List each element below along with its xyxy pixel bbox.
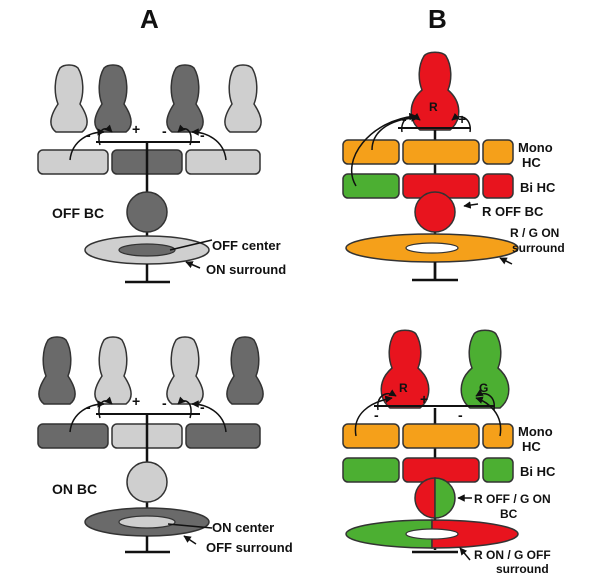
minus-sign: - [200, 127, 205, 143]
minus-sign: - [86, 399, 91, 415]
cone-red: R [380, 329, 430, 409]
on-surround-label: ON surround [206, 262, 286, 277]
bi-hc-left [342, 457, 400, 483]
mono-hc-center [402, 139, 480, 165]
r-on-g-off-label: R ON / G OFF [474, 548, 551, 562]
minus-sign: - [162, 123, 167, 139]
minus-sign: - [86, 127, 91, 143]
rg-on-label: R / G ON [510, 226, 559, 240]
cone-light-left [50, 64, 88, 133]
on-center-label: ON center [212, 520, 274, 535]
horizontal-cell-right [185, 149, 261, 175]
minus-sign: - [162, 395, 167, 411]
panel-label-a: A [140, 4, 159, 34]
cone-dark-2 [166, 64, 204, 133]
cone-light-1 [94, 336, 132, 405]
panel-a-top: + - - - OFF BC OFF center ON surround [37, 64, 286, 284]
mono-hc-label-1: Mono [518, 424, 553, 439]
off-center-label: OFF center [212, 238, 281, 253]
bi-hc-right [482, 457, 514, 483]
mono-hc-label-2: HC [522, 155, 541, 170]
bc-green-half [434, 477, 456, 519]
minus-sign: - [458, 407, 463, 423]
cone-green: G [460, 329, 510, 409]
cone-light-2 [166, 336, 204, 405]
cone-r-label: R [399, 381, 408, 395]
bi-hc-label: Bi HC [520, 180, 556, 195]
bc-label: BC [500, 507, 518, 521]
cone-dark-left [38, 336, 76, 405]
off-bipolar-cell [126, 191, 168, 233]
minus-sign: - [374, 407, 379, 423]
plus-sign: + [458, 111, 466, 127]
surround-label: surround [496, 562, 549, 576]
cone-light-right [224, 64, 262, 133]
bi-hc-right [482, 173, 514, 199]
r-off-bipolar-cell [414, 191, 456, 233]
r-off-bc-label: R OFF BC [482, 204, 544, 219]
mono-hc-right [482, 139, 514, 165]
mono-hc-left [342, 423, 400, 449]
bi-hc-left [342, 173, 400, 199]
surround-green-half [345, 519, 433, 549]
surround-label: surround [512, 241, 565, 255]
minus-sign: - [200, 399, 205, 415]
cone-g-label: G [479, 381, 488, 395]
horizontal-cell-left [37, 423, 109, 449]
on-bipolar-cell [126, 461, 168, 503]
bi-hc-label: Bi HC [520, 464, 556, 479]
panel-label-b: B [428, 4, 447, 34]
mono-hc-label-1: Mono [518, 140, 553, 155]
receptive-field-center [405, 528, 459, 540]
on-bc-label: ON BC [52, 481, 97, 497]
plus-sign: + [132, 121, 140, 137]
horizontal-cell-right [185, 423, 261, 449]
mono-hc-right [482, 423, 514, 449]
receptive-field-center [118, 243, 176, 257]
mono-hc-label-2: HC [522, 439, 541, 454]
receptive-field-center [118, 515, 176, 529]
cone-r-label: R [429, 100, 438, 114]
panel-b-top: R - + Mono HC Bi HC R OFF BC R / G ON su… [342, 51, 565, 282]
receptive-field-center [405, 242, 459, 254]
bc-red-half [414, 477, 436, 519]
r-off-g-on-label: R OFF / G ON [474, 492, 551, 506]
panel-a-bottom: + - - - ON BC ON center OFF surround [37, 336, 293, 555]
surround-red-half [431, 519, 519, 549]
mono-hc-center [402, 423, 480, 449]
panel-b-bottom: R G - + - Mono HC Bi HC [342, 329, 556, 576]
cone-dark-right [226, 336, 264, 405]
horizontal-cell-left [37, 149, 109, 175]
mono-hc-left [342, 139, 400, 165]
plus-sign: + [132, 393, 140, 409]
plus-sign: + [420, 391, 428, 407]
off-bc-label: OFF BC [52, 205, 104, 221]
cone-dark-1 [94, 64, 132, 133]
off-surround-label: OFF surround [206, 540, 293, 555]
